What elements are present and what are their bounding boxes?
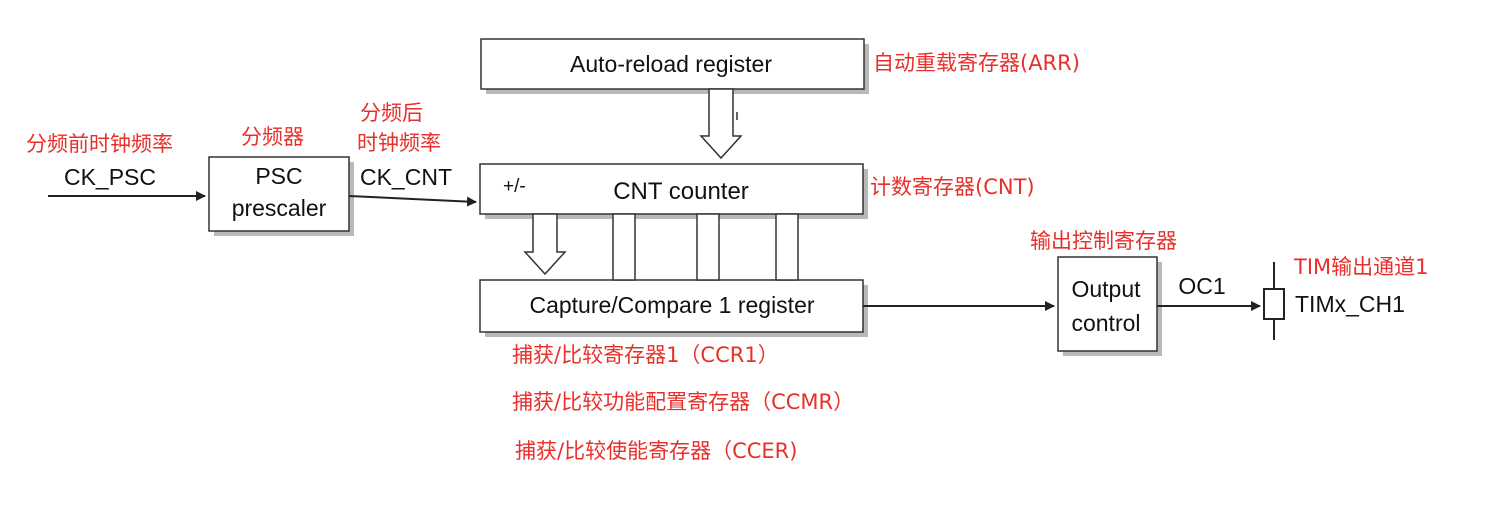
ccr-label: Capture/Compare 1 register xyxy=(529,292,814,318)
ck-cnt-label: CK_CNT xyxy=(360,164,452,190)
ck-cnt-arrow xyxy=(348,195,477,207)
ccr-note-ccer: 捕获/比较使能寄存器（CCER) xyxy=(515,439,797,463)
psc-note: 分频器 xyxy=(241,125,304,149)
compare-bar-2 xyxy=(696,213,720,281)
cnt-label: CNT counter xyxy=(613,178,749,205)
arr-label: Auto-reload register xyxy=(570,51,772,77)
psc-label-line2: prescaler xyxy=(232,195,327,221)
ck-cnt-note-line2: 时钟频率 xyxy=(357,131,441,155)
arr-to-cnt-arrow xyxy=(699,88,743,160)
output-control-note: 输出控制寄存器 xyxy=(1030,229,1177,253)
cnt-note: 计数寄存器(CNT) xyxy=(870,175,1035,199)
psc-block xyxy=(208,156,350,232)
output-control-line2: control xyxy=(1071,310,1140,336)
cnt-block xyxy=(479,163,864,215)
compare-bar-3 xyxy=(775,213,799,281)
ck-cnt-note-line1: 分频后 xyxy=(360,101,423,125)
cnt-updown-label: +/- xyxy=(503,176,526,197)
channel-label: TIMx_CH1 xyxy=(1295,291,1405,317)
compare-bar-1 xyxy=(612,213,636,281)
arr-note: 自动重载寄存器(ARR) xyxy=(873,51,1080,75)
arr-block xyxy=(480,38,865,90)
pin-box xyxy=(1263,288,1285,320)
ck-psc-note: 分频前时钟频率 xyxy=(26,132,173,156)
ccr-note-ccmr: 捕获/比较功能配置寄存器（CCMR） xyxy=(512,390,854,414)
ck-psc-label: CK_PSC xyxy=(64,164,156,190)
output-control-block xyxy=(1057,256,1158,352)
output-control-line1: Output xyxy=(1071,276,1141,302)
cnt-to-ccr-arrow xyxy=(523,213,567,276)
oc1-label: OC1 xyxy=(1178,273,1225,299)
channel-note: TIM输出通道1 xyxy=(1293,255,1429,279)
psc-label-line1: PSC xyxy=(255,163,302,189)
ccr-block xyxy=(479,279,864,333)
ccr-note-ccr1: 捕获/比较寄存器1（CCR1） xyxy=(512,343,779,367)
